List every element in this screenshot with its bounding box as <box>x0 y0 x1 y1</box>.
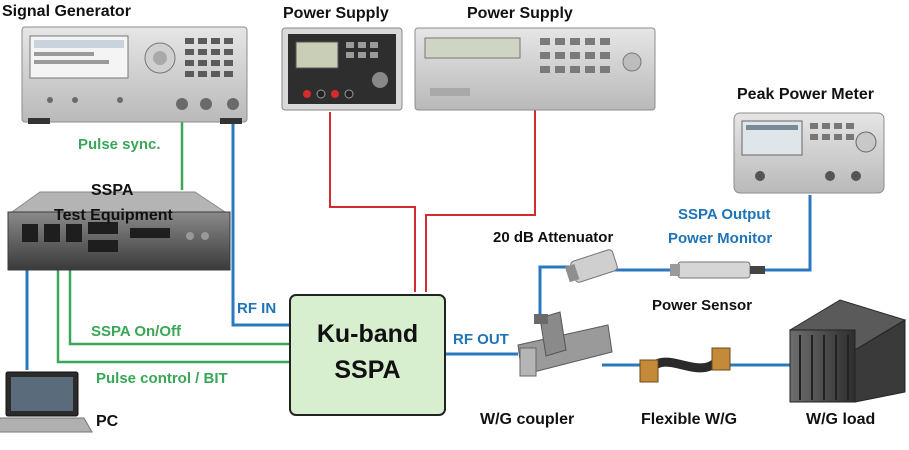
rf-out-label: RF OUT <box>453 331 509 348</box>
power-supply-1-label: Power Supply <box>283 5 389 22</box>
wg-load-device <box>788 299 907 403</box>
rf-in-label: RF IN <box>237 300 277 317</box>
peak-power-meter-label: Peak Power Meter <box>737 86 874 103</box>
flexible-wg-device <box>639 347 731 383</box>
attenuator-device <box>564 249 618 283</box>
wg-load-label: W/G load <box>806 411 876 428</box>
peak-power-meter-device <box>733 112 885 194</box>
power-line-1 <box>329 112 416 292</box>
power-sensor-device <box>670 261 765 279</box>
sspa-title-line1: Ku-band <box>316 320 419 348</box>
power-supply-1-device <box>281 27 403 111</box>
rf-in-line <box>231 122 290 327</box>
sspa-test-equipment-label-2: Test Equipment <box>54 207 173 224</box>
sspa-onoff-line <box>68 270 290 346</box>
output-monitor-label-1: SSPA Output <box>678 206 771 223</box>
coupler-to-attenuator-line <box>538 265 572 322</box>
rf-lines <box>25 122 812 370</box>
output-monitor-label-2: Power Monitor <box>668 230 773 247</box>
wg-coupler-device <box>517 311 613 377</box>
signal-generator-device <box>21 26 248 124</box>
pulse-control-label: Pulse control / BIT <box>96 370 228 387</box>
sspa-onoff-label: SSPA On/Off <box>91 323 181 340</box>
power-sensor-label: Power Sensor <box>652 297 753 314</box>
power-supply-2-label: Power Supply <box>467 5 573 22</box>
power-lines <box>329 108 536 292</box>
control-lines <box>56 120 290 364</box>
sspa-title-line2: SSPA <box>334 356 401 384</box>
pc-laptop-device <box>0 371 93 433</box>
sspa-test-equipment-label-1: SSPA <box>91 182 134 199</box>
wg-coupler-label: W/G coupler <box>480 411 575 428</box>
pulse-sync-label: Pulse sync. <box>78 136 161 153</box>
flexible-wg-label: Flexible W/G <box>641 411 738 428</box>
pulse-control-line <box>56 270 290 364</box>
power-supply-2-device <box>414 27 656 111</box>
sspa-test-equipment-device <box>7 191 231 271</box>
sensor-to-meter-line <box>765 195 812 272</box>
signal-generator-label: Signal Generator <box>2 3 131 20</box>
pc-label: PC <box>96 413 119 430</box>
sspa-box <box>289 294 446 416</box>
attenuator-label: 20 dB Attenuator <box>493 229 614 246</box>
power-line-2 <box>425 108 536 292</box>
